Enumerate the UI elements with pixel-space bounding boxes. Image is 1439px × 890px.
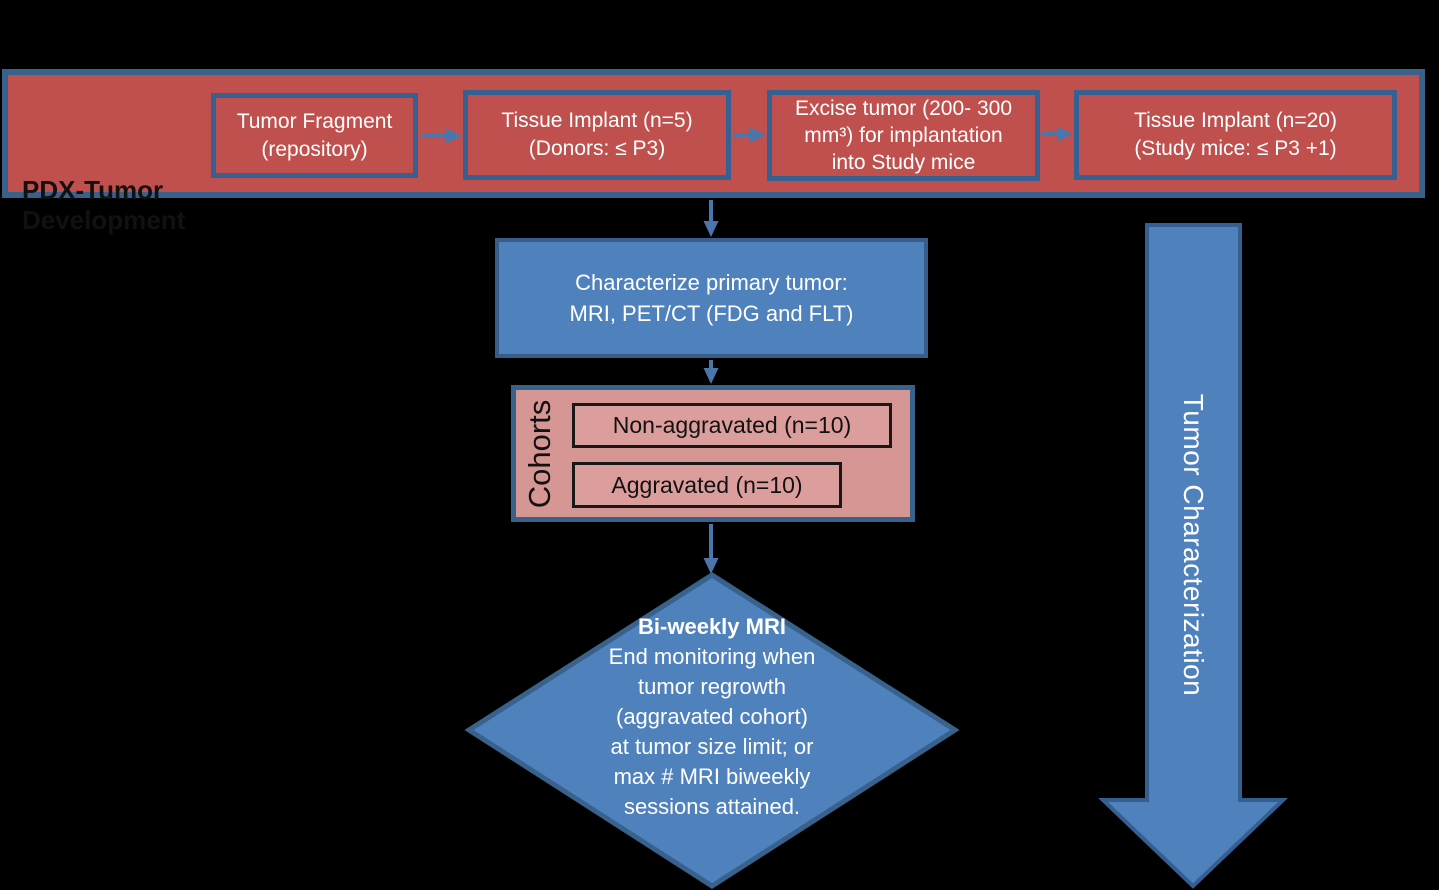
decision-diamond-text: Bi-weekly MRI End monitoring when tumor …: [562, 612, 862, 822]
cohort-item-aggravated: Aggravated (n=10): [572, 462, 842, 508]
cohort-item-non-aggravated: Non-aggravated (n=10): [572, 403, 892, 448]
characterize-primary-tumor-box: Characterize primary tumor: MRI, PET/CT …: [495, 238, 928, 358]
process-box-tissue-implant-study: Tissue Implant (n=20) (Study mice: ≤ P3 …: [1074, 90, 1397, 180]
cohorts-rotated-label: Cohorts: [522, 399, 557, 509]
decision-title: Bi-weekly MRI: [638, 614, 786, 639]
banner-title: PDX-Tumor Development: [22, 175, 186, 235]
process-box-excise-tumor: Excise tumor (200- 300 mm³) for implanta…: [767, 90, 1040, 181]
tumor-characterization-label: Tumor Characterization: [1178, 393, 1209, 697]
process-box-tumor-fragment: Tumor Fragment (repository): [211, 93, 418, 178]
process-box-tissue-implant-donors: Tissue Implant (n=5) (Donors: ≤ P3): [463, 90, 731, 180]
decision-body: End monitoring when tumor regrowth (aggr…: [608, 644, 816, 819]
